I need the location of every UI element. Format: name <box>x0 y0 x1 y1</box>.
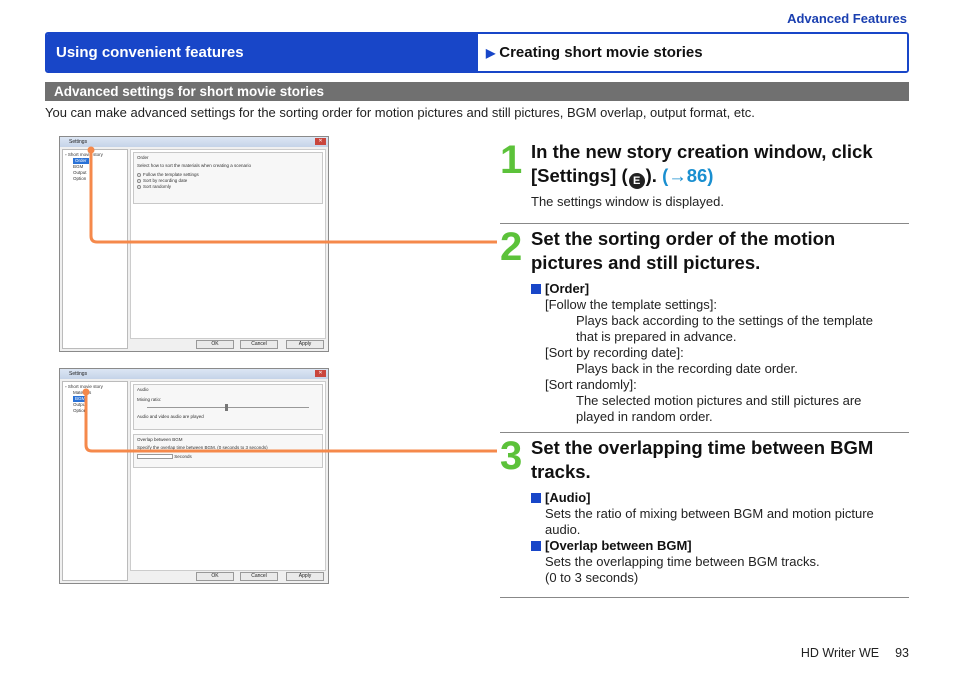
ok-button: OK <box>196 572 234 581</box>
option-desc: that is prepared in advance. <box>576 329 737 344</box>
tree-item-root: ▫ Short movie story <box>65 152 103 157</box>
triangle-right-icon: ▶ <box>486 45 496 60</box>
item-desc: (0 to 3 seconds) <box>545 570 639 585</box>
step-number: 1 <box>500 138 523 182</box>
step-body: [Audio] Sets the ratio of mixing between… <box>531 490 874 586</box>
item-heading: [Audio] <box>531 490 874 506</box>
overlap-group: Overlap between BGM Specify the overlap … <box>133 434 323 468</box>
settings-pane: Order Select how to sort the materials w… <box>130 149 326 339</box>
tree-item-option: Option <box>73 176 87 181</box>
close-icon: ✕ <box>315 138 326 145</box>
chapter-label: Advanced Features <box>787 11 907 26</box>
square-bullet-icon <box>531 284 541 294</box>
step-3: 3 Set the overlapping time between BGM t… <box>500 436 909 596</box>
step-1: 1 In the new story creation window, clic… <box>500 140 909 220</box>
apply-button: Apply <box>286 340 324 349</box>
tree-item-bgm: BGM <box>73 164 84 169</box>
overlap-spin-input <box>137 454 173 460</box>
step-2: 2 Set the sorting order of the motion pi… <box>500 227 909 427</box>
page-footer: HD Writer WE 93 <box>801 646 909 660</box>
item-heading: [Order] <box>531 281 873 297</box>
header-bar: Using convenient features ▶ Creating sho… <box>45 32 909 73</box>
option-desc: Plays back according to the settings of … <box>576 313 874 328</box>
order-group: Order Select how to sort the materials w… <box>133 152 323 204</box>
tree-item-materials: Materials <box>73 390 92 395</box>
audio-group-label: Audio <box>137 387 149 392</box>
order-group-text: Select how to sort the materials when cr… <box>137 163 252 168</box>
step-body: [Order] [Follow the template settings]: … <box>531 281 873 425</box>
radio-icon <box>137 178 141 183</box>
window-titlebar: Settings ✕ <box>60 137 328 147</box>
settings-icon: E <box>628 173 645 189</box>
square-bullet-icon <box>531 493 541 503</box>
section-title: Advanced settings for short movie storie… <box>45 82 909 101</box>
option-label: [Sort by recording date]: <box>545 345 684 360</box>
settings-window-screenshot-bgm: Settings ✕ ▫ Short movie story Materials… <box>59 368 329 584</box>
overlap-group-text: Specify the overlap time between BGM. (0… <box>137 445 268 450</box>
overlap-group-label: Overlap between BGM <box>137 437 183 442</box>
tree-item-root: ▫ Short movie story <box>65 384 103 389</box>
step-title: Set the sorting order of the motion pict… <box>531 228 836 273</box>
overlap-unit: Seconds <box>174 454 192 459</box>
option-desc: Plays back in the recording date order. <box>576 361 798 376</box>
mixing-ratio-slider <box>147 404 309 411</box>
square-bullet-icon <box>531 541 541 551</box>
item-desc: Sets the ratio of mixing between BGM and… <box>545 506 874 521</box>
settings-pane: Audio Mixing ratio: Audio and video audi… <box>130 381 326 571</box>
header-subsection: ▶ Creating short movie stories <box>478 34 907 71</box>
product-name: HD Writer WE <box>800 646 880 660</box>
divider <box>500 597 909 598</box>
tree-item-bgm: BGM <box>73 396 88 402</box>
window-titlebar: Settings ✕ <box>60 369 328 379</box>
tree-item-option: Option <box>73 408 87 413</box>
tree-item-order: Order <box>73 158 89 164</box>
step-body: The settings window is displayed. <box>531 194 724 209</box>
step-title: Set the overlapping time between BGM tra… <box>531 437 874 482</box>
tree-item-output: Output <box>73 402 87 407</box>
item-desc: audio. <box>545 522 581 537</box>
window-title: Settings <box>69 371 88 377</box>
item-heading: [Overlap between BGM] <box>531 538 874 554</box>
mixing-ratio-label: Mixing ratio: <box>137 397 162 402</box>
divider <box>500 432 909 433</box>
page-number: 93 <box>895 646 909 660</box>
option-desc: played in random order. <box>576 409 713 424</box>
overlap-input-row: Seconds <box>137 454 319 460</box>
ok-button: OK <box>196 340 234 349</box>
window-title: Settings <box>69 139 88 145</box>
radio-icon <box>137 184 141 189</box>
slider-thumb <box>224 404 228 411</box>
divider <box>500 223 909 224</box>
cancel-button: Cancel <box>240 572 278 581</box>
option-desc: The selected motion pictures and still p… <box>576 393 862 408</box>
page-reference-link[interactable]: (→86) <box>662 165 714 186</box>
apply-button: Apply <box>286 572 324 581</box>
header-section-title: Using convenient features <box>47 34 478 71</box>
close-icon: ✕ <box>315 370 326 377</box>
item-desc: Sets the overlapping time between BGM tr… <box>545 554 820 569</box>
intro-text: You can make advanced settings for the s… <box>45 105 755 120</box>
option-label: [Sort randomly]: <box>545 377 637 392</box>
step-number: 3 <box>500 434 523 478</box>
header-subsection-title: Creating short movie stories <box>499 44 703 61</box>
settings-tree: ▫ Short movie story Materials BGM Output… <box>62 381 128 581</box>
settings-tree: ▫ Short movie story Order BGM Output Opt… <box>62 149 128 349</box>
audio-group-text: Audio and video audio are played <box>137 414 204 419</box>
audio-group: Audio Mixing ratio: Audio and video audi… <box>133 384 323 430</box>
option-label: [Follow the template settings]: <box>545 297 717 312</box>
step-number: 2 <box>500 225 523 269</box>
step-title: In the new story creation window, click … <box>531 141 873 189</box>
settings-window-screenshot-order: Settings ✕ ▫ Short movie story Order BGM… <box>59 136 329 352</box>
tree-item-output: Output <box>73 170 87 175</box>
order-group-label: Order <box>137 155 149 160</box>
option-sort-random: Sort randomly <box>137 184 319 190</box>
cancel-button: Cancel <box>240 340 278 349</box>
radio-icon <box>137 172 141 177</box>
